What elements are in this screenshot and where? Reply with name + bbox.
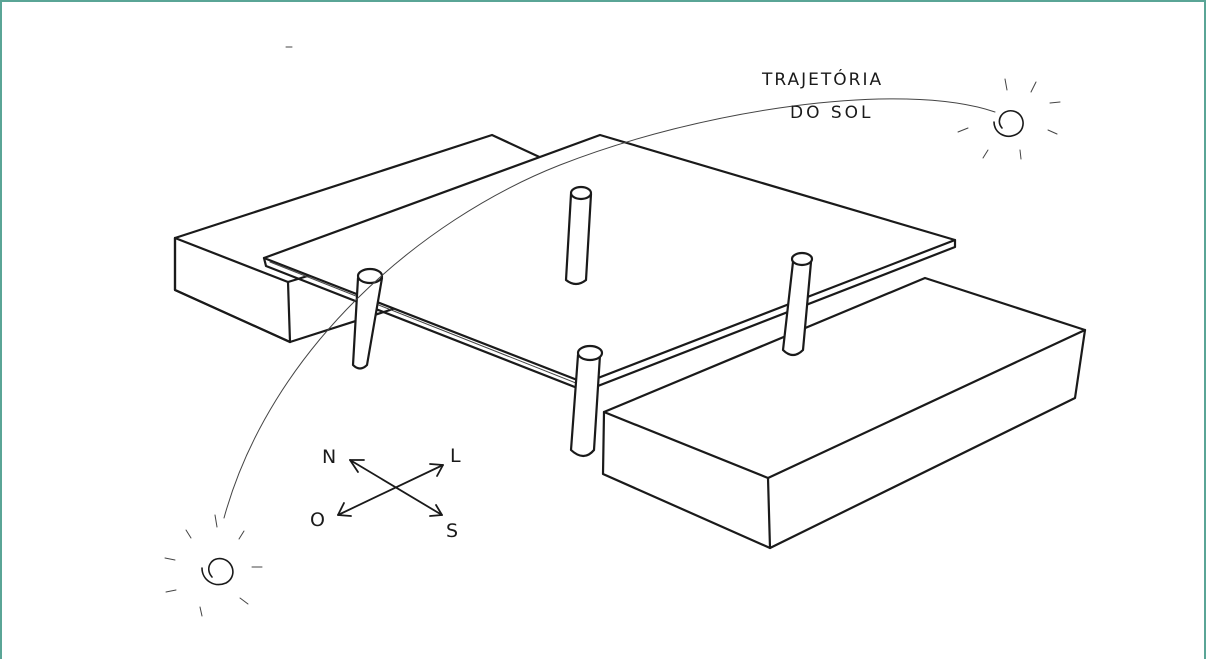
column-right xyxy=(781,251,814,357)
sun-path-arc xyxy=(223,98,996,519)
column-front-left xyxy=(351,267,384,370)
right-block xyxy=(601,276,1087,550)
compass-rose-icon xyxy=(337,459,444,517)
compass-east-label: L xyxy=(450,445,461,467)
sun-path-label-line2: DO SOL xyxy=(790,103,874,123)
compass-west-label: O xyxy=(310,509,325,531)
sun-icon xyxy=(164,514,263,617)
column-front xyxy=(569,344,604,458)
sun-path-label-line1: TRAJETÓRIA xyxy=(761,68,883,90)
compass-south-label: S xyxy=(446,520,458,542)
sun-icon xyxy=(957,78,1061,160)
compass-north-label: N xyxy=(322,446,336,468)
column-back xyxy=(564,185,593,286)
